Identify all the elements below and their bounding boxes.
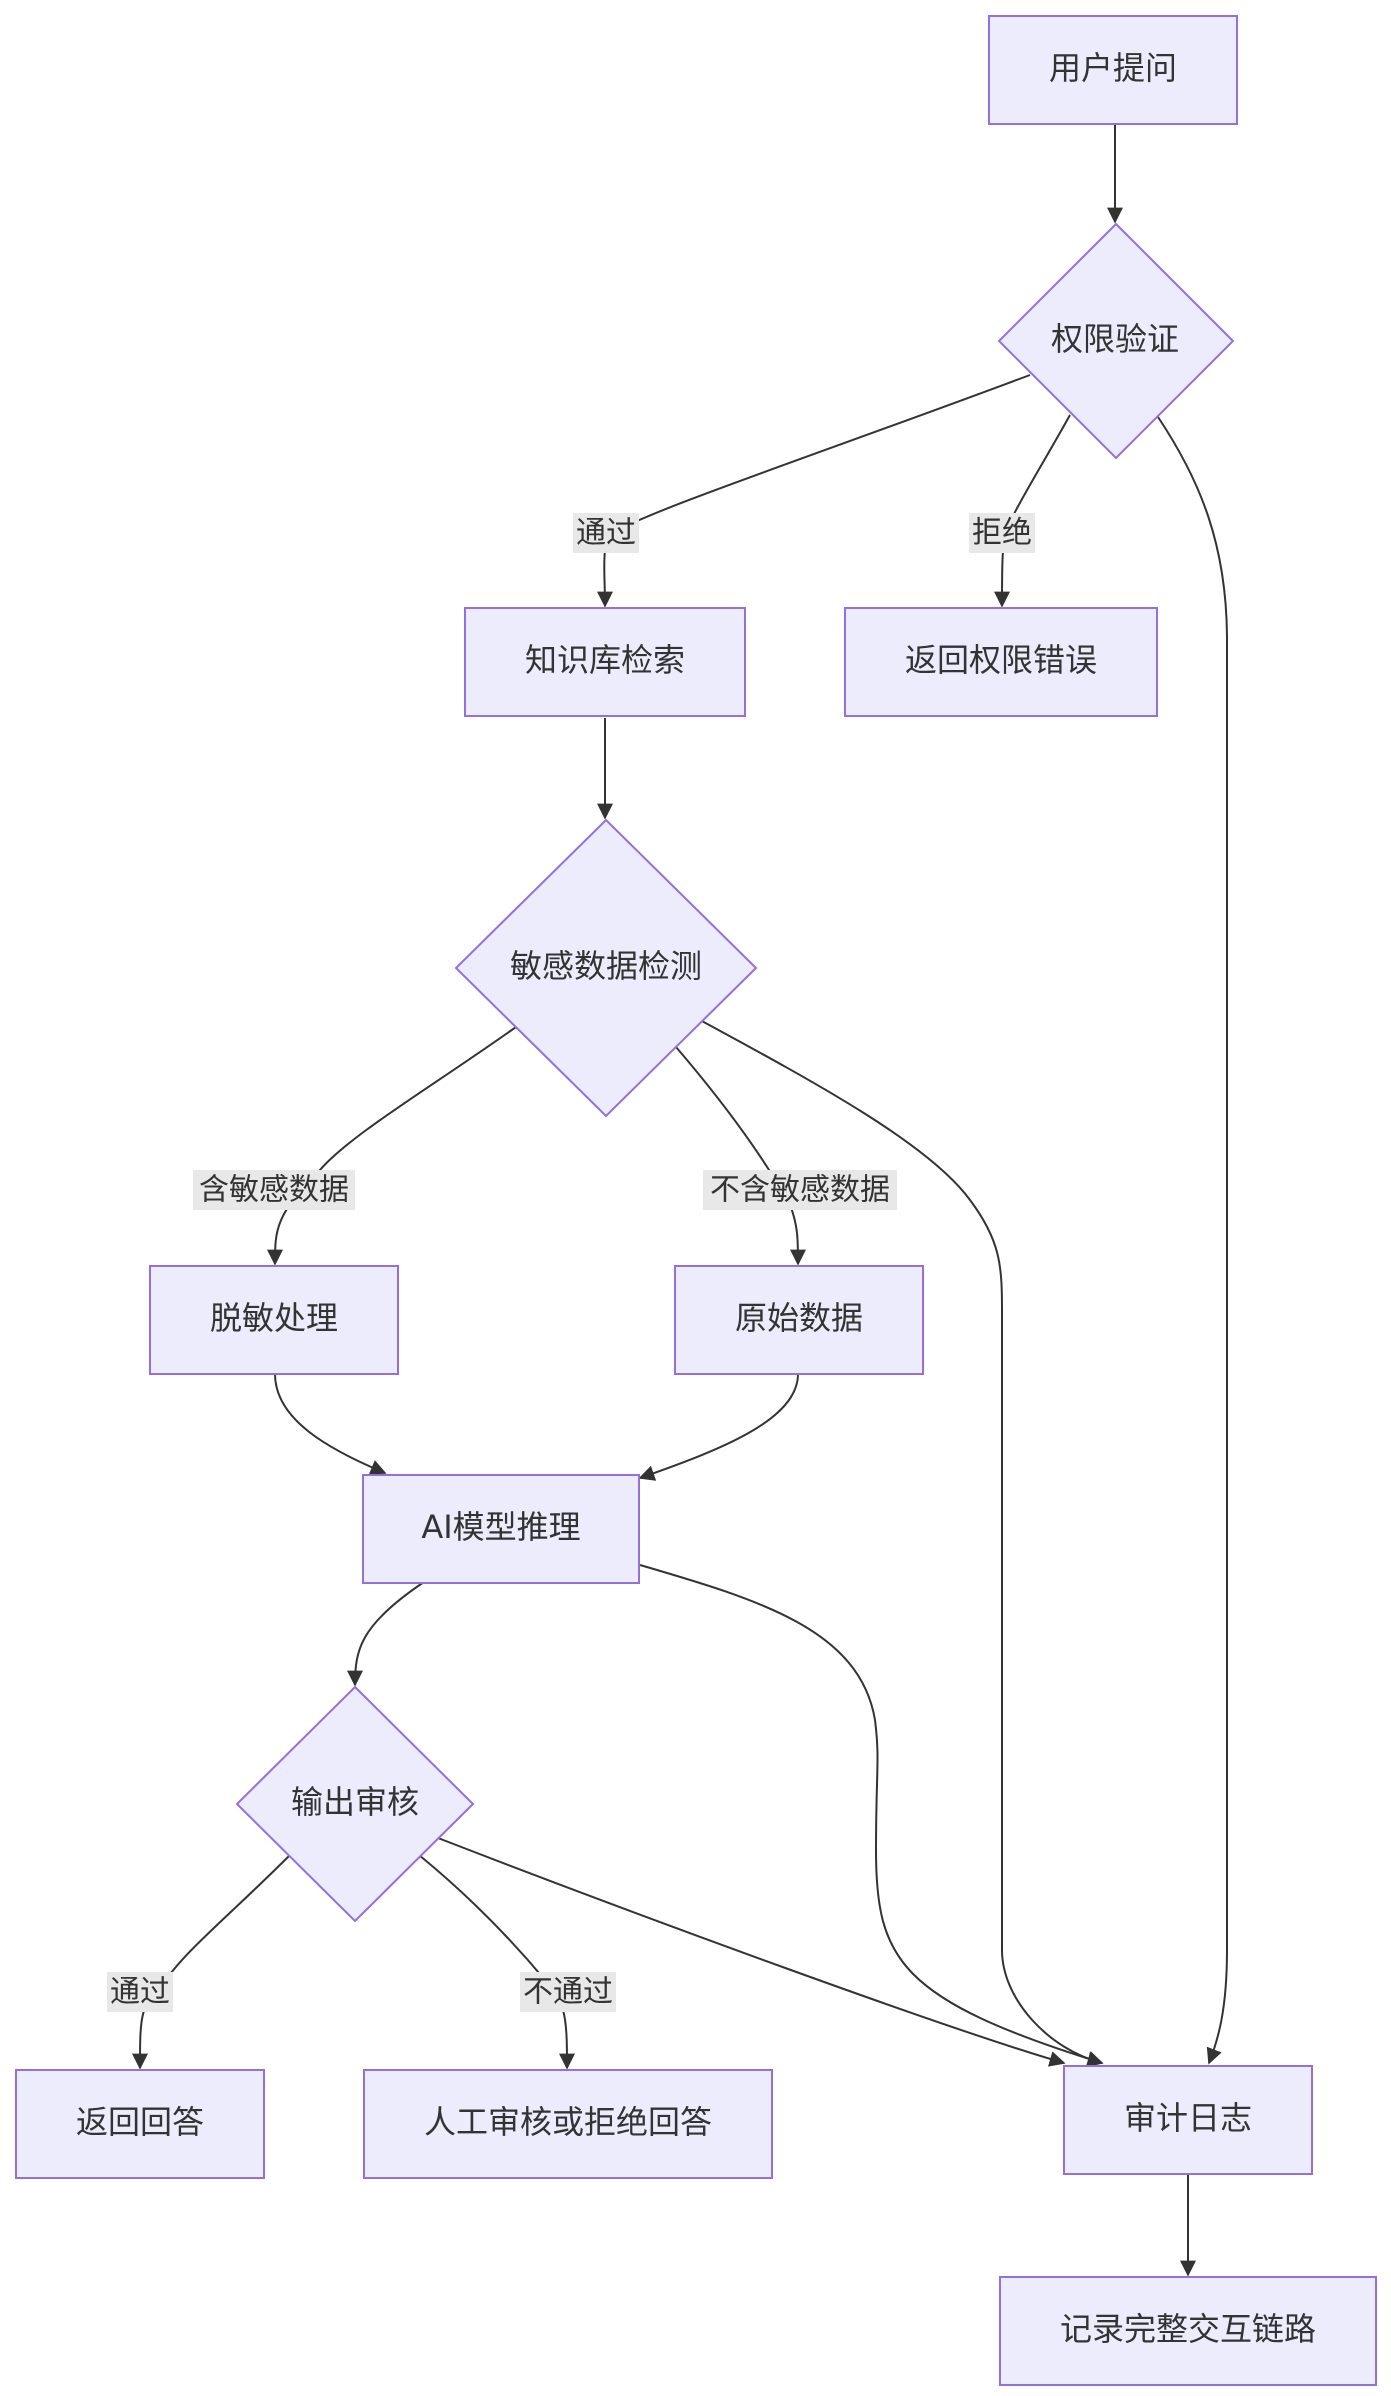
edge-ai-to-review — [347, 1581, 425, 1687]
node-raw-data: 原始数据 — [674, 1265, 924, 1375]
edge-review-to-return — [132, 1854, 291, 2070]
node-ai-inference-label: AI模型推理 — [421, 1508, 580, 1546]
node-user-question-label: 用户提问 — [1049, 49, 1177, 87]
node-permission-check-label: 权限验证 — [1051, 320, 1179, 358]
edge-desensitize-to-ai — [274, 1373, 387, 1475]
edge-label-no-sensitive: 不含敏感数据 — [710, 1173, 890, 1208]
edge-label-pass: 通过 — [576, 516, 636, 551]
node-output-review-label: 输出审核 — [291, 1783, 419, 1821]
node-sensitive-detect-label: 敏感数据检测 — [510, 947, 702, 985]
node-user-question: 用户提问 — [988, 15, 1238, 125]
edge-labels: 通过 拒绝 含敏感数据 不含敏感数据 通过 不通过 — [107, 513, 1035, 2012]
edge-raw-to-ai — [638, 1373, 799, 1481]
edge-sensitive-to-audit — [699, 1019, 1104, 2068]
edge-ai-to-audit — [639, 1564, 1104, 2067]
node-kb-search: 知识库检索 — [464, 607, 746, 717]
node-permission-check: 权限验证 — [997, 222, 1235, 460]
node-permission-error: 返回权限错误 — [844, 607, 1158, 717]
node-audit-log-label: 审计日志 — [1124, 2099, 1252, 2137]
edge-sensitive-to-desensitize — [267, 1026, 517, 1266]
node-desensitize: 脱敏处理 — [149, 1265, 399, 1375]
node-return-answer: 返回回答 — [15, 2069, 265, 2179]
nodes: 用户提问 权限验证 知识库检索 返回权限错误 敏感数据检测 脱敏处理 — [15, 15, 1377, 2386]
node-ai-inference: AI模型推理 — [362, 1474, 640, 1584]
node-desensitize-label: 脱敏处理 — [210, 1299, 338, 1337]
edge-review-to-audit — [437, 1837, 1066, 2067]
node-raw-data-label: 原始数据 — [735, 1299, 863, 1337]
node-manual-review-label: 人工审核或拒绝回答 — [424, 2103, 712, 2141]
edge-label-pass-2: 通过 — [110, 1975, 170, 2010]
node-kb-search-label: 知识库检索 — [525, 641, 685, 679]
node-manual-review: 人工审核或拒绝回答 — [363, 2069, 773, 2179]
edge-label-fail: 不通过 — [523, 1975, 613, 2010]
edge-permission-to-kb — [596, 374, 1031, 608]
edge-sensitive-to-raw — [675, 1046, 806, 1266]
edge-permission-to-error — [994, 414, 1071, 608]
node-audit-log: 审计日志 — [1063, 2065, 1313, 2175]
edge-label-reject: 拒绝 — [972, 516, 1032, 551]
edge-label-contains-sensitive: 含敏感数据 — [199, 1173, 349, 1208]
node-record-chain-label: 记录完整交互链路 — [1060, 2310, 1316, 2348]
node-output-review: 输出审核 — [235, 1685, 475, 1923]
edge-review-to-manual — [418, 1854, 575, 2070]
node-return-answer-label: 返回回答 — [76, 2103, 204, 2141]
node-permission-error-label: 返回权限错误 — [905, 641, 1097, 679]
node-sensitive-detect: 敏感数据检测 — [454, 818, 758, 1118]
node-record-chain: 记录完整交互链路 — [999, 2276, 1377, 2386]
edge-permission-to-audit — [1157, 416, 1228, 2065]
